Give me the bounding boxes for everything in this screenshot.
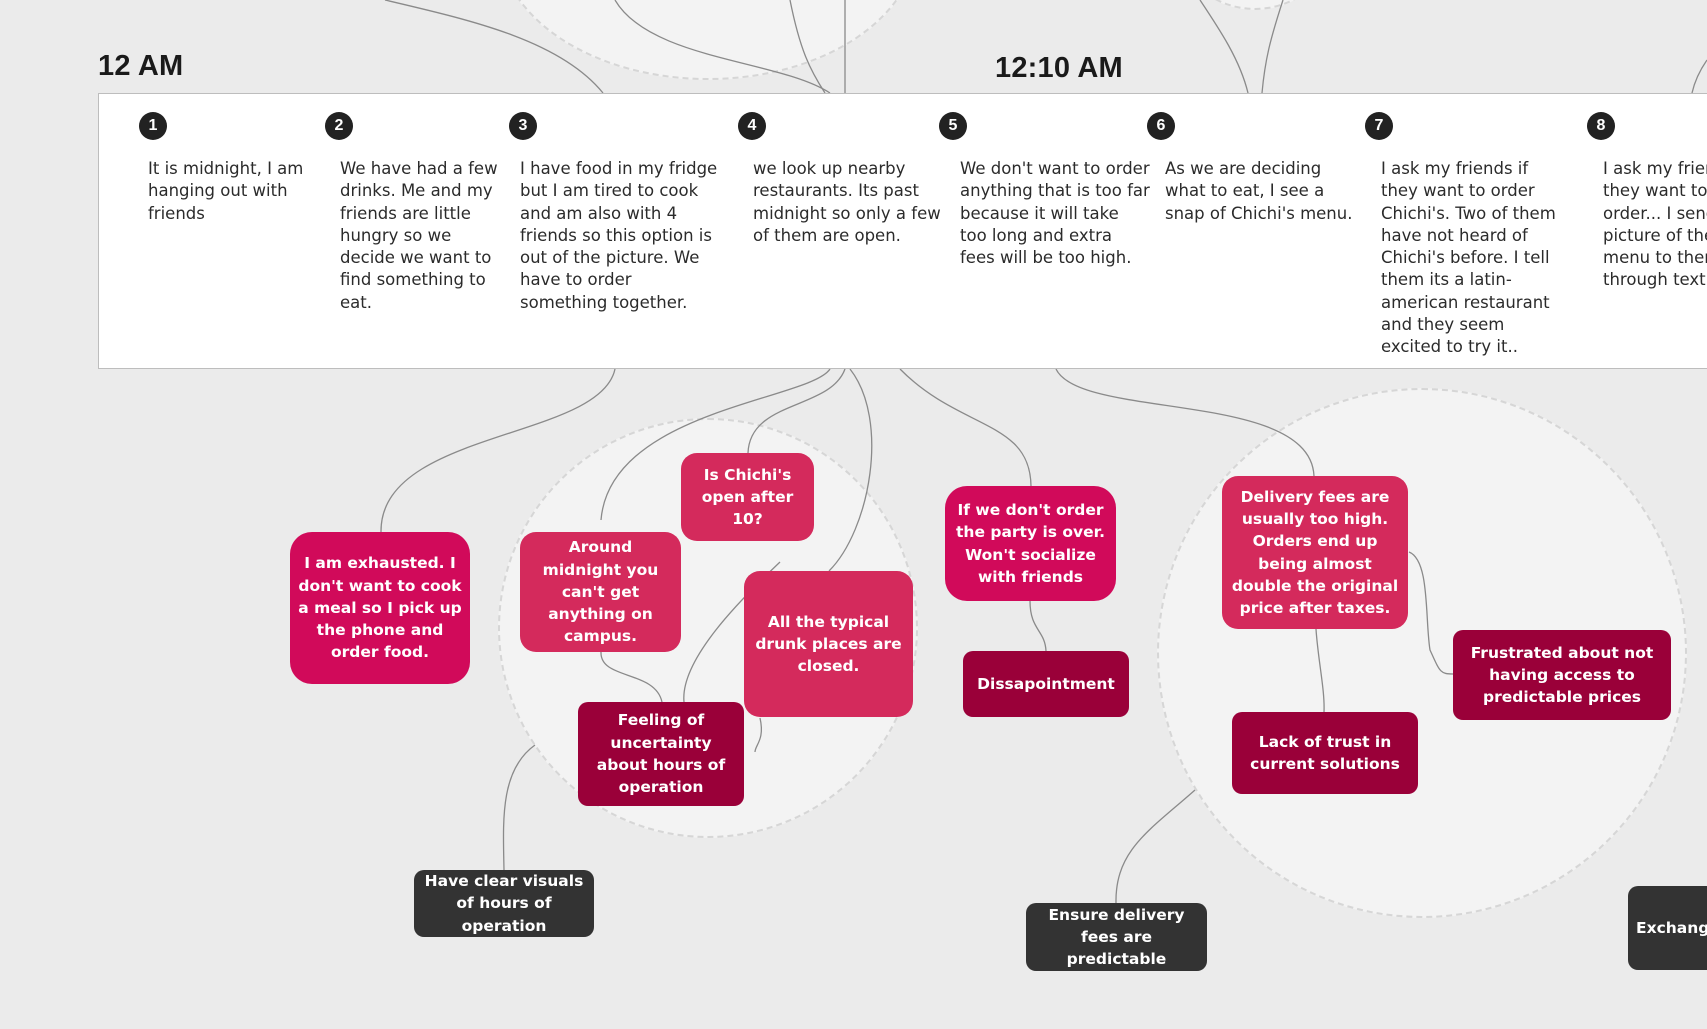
step-description: we look up nearby restaurants. Its past …	[753, 159, 941, 245]
step-description: I have food in my fridge but I am tired …	[520, 159, 718, 312]
emotion-card-uncertainty[interactable]: Feeling of uncertainty about hours of op…	[578, 702, 744, 806]
step-description: We have had a few drinks. Me and my frie…	[340, 159, 498, 312]
step-description: I ask my friends if they want to order C…	[1381, 159, 1556, 357]
thought-card-drunk-places[interactable]: All the typical drunk places are closed.	[744, 571, 913, 717]
emotion-card-dissapointment[interactable]: Dissapointment	[963, 651, 1129, 717]
step-description: It is midnight, I am hanging out with fr…	[148, 159, 304, 223]
thought-card-party-over[interactable]: If we don't order the party is over. Won…	[945, 486, 1116, 601]
opportunity-card-exchange[interactable]: Exchange ... friends	[1628, 886, 1707, 970]
step-description: We don't want to order anything that is …	[960, 159, 1150, 268]
connector-line	[380, 368, 616, 533]
connector-line	[600, 651, 663, 703]
thought-card-midnight-campus[interactable]: Around midnight you can't get anything o…	[520, 532, 681, 652]
connector-line	[384, 0, 604, 94]
opportunity-card-clear-visuals[interactable]: Have clear visuals of hours of operation	[414, 870, 594, 937]
step-description: I ask my friends if they want to order..…	[1603, 159, 1707, 290]
step-number-badge: 7	[1365, 112, 1393, 140]
connector-line	[828, 368, 873, 572]
time-label-12am: 12 AM	[98, 50, 184, 82]
connector-line	[614, 0, 831, 94]
time-label-1210am: 12:10 AM	[995, 52, 1123, 84]
connector-line	[1408, 551, 1454, 675]
thought-card-delivery-fees[interactable]: Delivery fees are usually too high. Orde…	[1222, 476, 1408, 629]
timeline-panel: 1 It is midnight, I am hanging out with …	[98, 93, 1707, 369]
step-number-badge: 4	[738, 112, 766, 140]
connector-line	[600, 368, 831, 521]
connector-line	[1261, 0, 1284, 94]
step-number-badge: 8	[1587, 112, 1615, 140]
connector-line	[1315, 628, 1325, 713]
emotion-card-frustrated[interactable]: Frustrated about not having access to pr…	[1453, 630, 1671, 720]
step-number-badge: 5	[939, 112, 967, 140]
connector-line	[1055, 368, 1315, 477]
connector-line	[789, 0, 826, 94]
thought-card-chichis-open[interactable]: Is Chichi's open after 10?	[681, 453, 814, 541]
connector-line	[1691, 59, 1707, 94]
emotion-card-lack-of-trust[interactable]: Lack of trust in current solutions	[1232, 712, 1418, 794]
connector-line	[1199, 0, 1249, 94]
opportunity-card-ensure-fees[interactable]: Ensure delivery fees are predictable	[1026, 903, 1207, 971]
step-description: As we are deciding what to eat, I see a …	[1165, 159, 1353, 223]
connector-line	[747, 368, 846, 454]
connector-line	[754, 717, 762, 753]
thought-card-exhausted[interactable]: I am exhausted. I don't want to cook a m…	[290, 532, 470, 684]
step-number-badge: 6	[1147, 112, 1175, 140]
step-number-badge: 2	[325, 112, 353, 140]
step-number-badge: 1	[139, 112, 167, 140]
connector-line	[899, 368, 1032, 487]
connector-line	[1029, 600, 1047, 652]
connector-line	[502, 744, 536, 871]
connector-line	[1115, 789, 1196, 904]
step-number-badge: 3	[509, 112, 537, 140]
